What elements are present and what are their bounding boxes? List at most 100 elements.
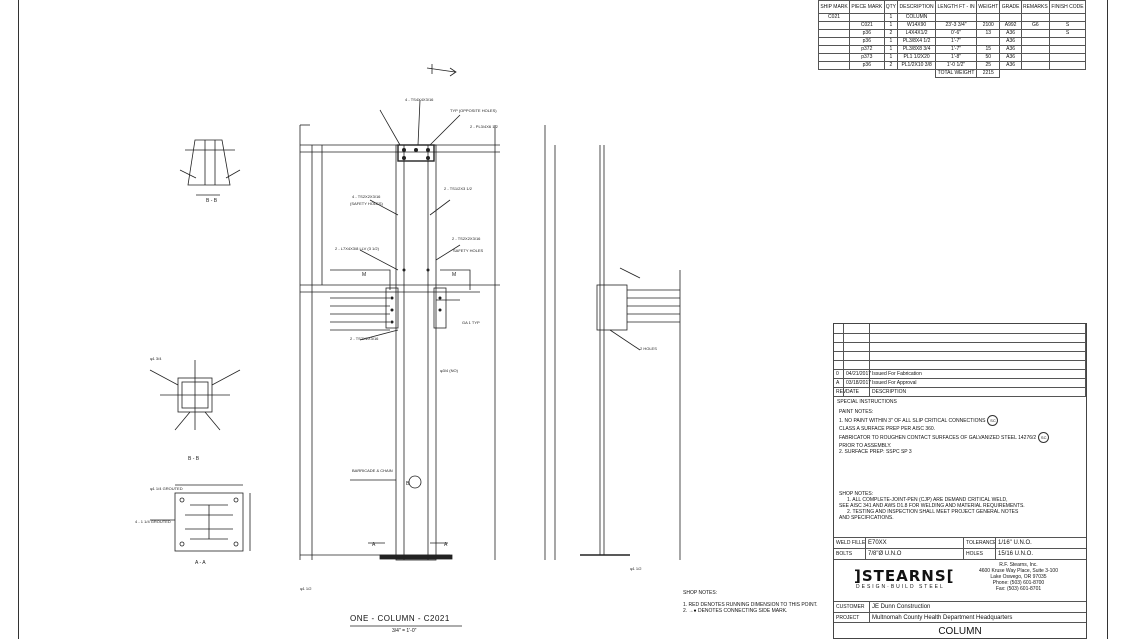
shop-note-1: 1. ALL COMPLETE-JOINT-PEN (CJP) ARE DEMA… — [847, 497, 1008, 503]
view-marker-a-right: A — [444, 542, 448, 548]
company-logo-tagline: DESIGN·BUILD STEEL — [856, 584, 945, 590]
bom-total-value: 2215 — [976, 69, 1001, 78]
revision-header-row: REV DATE DESCRIPTION — [834, 387, 1086, 397]
marker-b-circle — [408, 475, 422, 489]
side-column-elevation — [544, 125, 681, 560]
project-label: PROJECT — [834, 613, 870, 623]
revision-number: A — [834, 379, 844, 388]
revision-header-description: DESCRIPTION — [870, 388, 1086, 397]
slip-critical-bubble: SC — [1038, 432, 1050, 443]
main-column-elevation — [299, 99, 500, 561]
address-line: R.F. Stearns, Inc. — [999, 562, 1038, 568]
svg-text:2 - L7X4X3/8 LLV (3 1/2): 2 - L7X4X3/8 LLV (3 1/2) — [335, 246, 380, 251]
slip-critical-bubble: SC — [987, 415, 999, 426]
bom-cell — [1048, 61, 1087, 70]
bom-header-row: SHIP MARK PIECE MARK QTY DESCRIPTION LEN… — [817, 0, 1087, 14]
company-address: R.F. Stearns, Inc. 4600 Kruse Way Place,… — [979, 562, 1058, 592]
paint-notes: PAINT NOTES: 1. NO PAINT WITHIN 3" OF AL… — [839, 409, 1050, 455]
weld-filler-value: E70XX — [866, 538, 964, 548]
customer-value: JE Dunn Construction — [872, 604, 931, 610]
section-label-top: B - B — [206, 198, 218, 204]
svg-text:2 - TS2X2X3/16: 2 - TS2X2X3/16 — [452, 236, 481, 241]
view-marker-m-right: M — [452, 272, 456, 278]
shop-notes-title: SHOP NOTES: — [839, 491, 874, 497]
barricade-note: BARRICADE & CHAIN — [352, 468, 393, 473]
paint-note-5: 2. SURFACE PREP: SSPC SP 3 — [839, 449, 912, 455]
tolerance-label: TOLERANCE — [966, 538, 996, 548]
bolts-label: BOLTS — [834, 549, 866, 559]
svg-text:φ1 3/4: φ1 3/4 — [150, 356, 162, 361]
revision-description: Issued For Approval — [870, 379, 1086, 388]
bill-of-materials-table: SHIP MARK PIECE MARK QTY DESCRIPTION LEN… — [817, 0, 1087, 78]
section-b-b-middle-detail — [149, 360, 241, 431]
address-line: Phone: (503) 601-8700 — [992, 580, 1045, 586]
revision-description: Issued For Fabrication — [870, 370, 1086, 379]
svg-text:2 HOLES: 2 HOLES — [640, 346, 657, 351]
bottom-shop-note-1: 1. RED DENOTES RUNNING DIMENSION TO THIS… — [683, 602, 818, 608]
bottom-shop-note-2: 2. →● DENOTES CONNECTING SIDE MARK. — [683, 608, 788, 614]
revision-row: 0 04/21/2017 Issued For Fabrication — [834, 369, 1086, 379]
svg-text:TYP (OPPOSITE HOLES): TYP (OPPOSITE HOLES) — [450, 108, 497, 113]
paint-note-4: PRIOR TO ASSEMBLY. — [839, 443, 892, 449]
view-marker-b: B — [406, 481, 410, 487]
svg-text:GA 1 TYP: GA 1 TYP — [462, 320, 480, 325]
address-line: Lake Oswego, OR 97035 — [990, 574, 1047, 580]
paint-notes-title: PAINT NOTES: — [839, 409, 874, 415]
project-value: Multnomah County Health Department Headq… — [872, 615, 1013, 621]
bolts-value: 7/8"Ø U.N.O — [866, 549, 964, 559]
revision-header-date: DATE — [844, 388, 870, 397]
holes-label: HOLES — [964, 549, 996, 559]
svg-text:φ3/4 (NO): φ3/4 (NO) — [440, 368, 459, 373]
bom-header-piece-mark: PIECE MARK — [849, 0, 885, 14]
paint-note-3: FABRICATOR TO ROUGHEN CONTACT SURFACES O… — [839, 434, 1037, 441]
address-line: Fax: (503) 601-8701 — [995, 586, 1042, 592]
view-marker-m-left: M — [362, 272, 366, 278]
svg-text:4 - TS4X4X3/16: 4 - TS4X4X3/16 — [405, 97, 434, 102]
company-logo: ]STEARNS[ — [854, 567, 955, 585]
bom-header-ship-mark: SHIP MARK — [817, 0, 851, 14]
main-view-scale: 3/4" = 1'-0" — [392, 628, 417, 634]
view-marker-a-left: A — [372, 542, 376, 548]
svg-text:2 - TS1/2X3 1/2: 2 - TS1/2X3 1/2 — [444, 186, 473, 191]
bottom-shop-notes-title: SHOP NOTES: — [683, 590, 718, 596]
revision-number: 0 — [834, 370, 844, 379]
shop-notes: SHOP NOTES: 1. ALL COMPLETE-JOINT-PEN (C… — [839, 491, 1025, 521]
bom-cell — [817, 61, 851, 70]
revision-date: 04/21/2017 — [846, 370, 872, 379]
section-a-a-detail — [150, 484, 251, 552]
paint-note-2: CLASS A SURFACE PREP PER AISC 360. — [839, 426, 936, 432]
special-instructions-label: SPECIAL INSTRUCTIONS — [837, 399, 897, 405]
bolts-holes-row: BOLTS 7/8"Ø U.N.O HOLES 15/16 U.N.O. — [834, 548, 1086, 560]
paint-note-1: 1. NO PAINT WITHIN 3" OF ALL SLIP CRITIC… — [839, 417, 986, 424]
svg-text:SAFETY HOLES: SAFETY HOLES — [453, 248, 483, 253]
revision-row: A 03/18/2017 Issued For Approval — [834, 378, 1086, 388]
shop-note-4: AND SPECIFICATIONS. — [839, 515, 894, 521]
weld-tolerance-row: WELD FILLER E70XX TOLERANCE 1/16" U.N.O. — [834, 537, 1086, 548]
customer-row: CUSTOMER JE Dunn Construction — [834, 601, 1086, 612]
revision-header-rev: REV — [836, 388, 847, 397]
customer-label: CUSTOMER — [834, 602, 870, 612]
address-line: 4600 Kruse Way Place, Suite 3-100 — [978, 568, 1058, 574]
project-row: PROJECT Multnomah County Health Departme… — [834, 612, 1086, 623]
bom-cell — [1020, 61, 1050, 70]
north-arrow-icon — [426, 64, 457, 77]
svg-text:φ1 1/4 GROUTED: φ1 1/4 GROUTED — [150, 486, 183, 491]
revision-grid: 0 04/21/2017 Issued For Fabrication A 03… — [834, 324, 1086, 397]
revision-date: 03/18/2017 — [846, 379, 872, 388]
tolerance-value: 1/16" U.N.O. — [998, 540, 1032, 546]
main-view-caption: ONE - COLUMN - C2021 — [350, 614, 450, 623]
section-label-bottom: A - A — [195, 560, 206, 566]
svg-text:2 - PL3/4X6 1/2: 2 - PL3/4X6 1/2 — [470, 124, 499, 129]
bom-total-row: TOTAL WEIGHT 2215 — [819, 69, 1086, 78]
bottom-shop-notes: SHOP NOTES: 1. RED DENOTES RUNNING DIMEN… — [683, 590, 817, 614]
svg-text:φ1 1/2: φ1 1/2 — [630, 566, 642, 571]
svg-text:2 - TS2X2X3/16: 2 - TS2X2X3/16 — [350, 336, 379, 341]
section-b-b-top-detail — [179, 139, 241, 196]
title-block: 0 04/21/2017 Issued For Fabrication A 03… — [833, 323, 1087, 639]
svg-text:4 - TS2X2X3/16: 4 - TS2X2X3/16 — [352, 194, 381, 199]
svg-text:φ1 1/2: φ1 1/2 — [300, 586, 312, 591]
